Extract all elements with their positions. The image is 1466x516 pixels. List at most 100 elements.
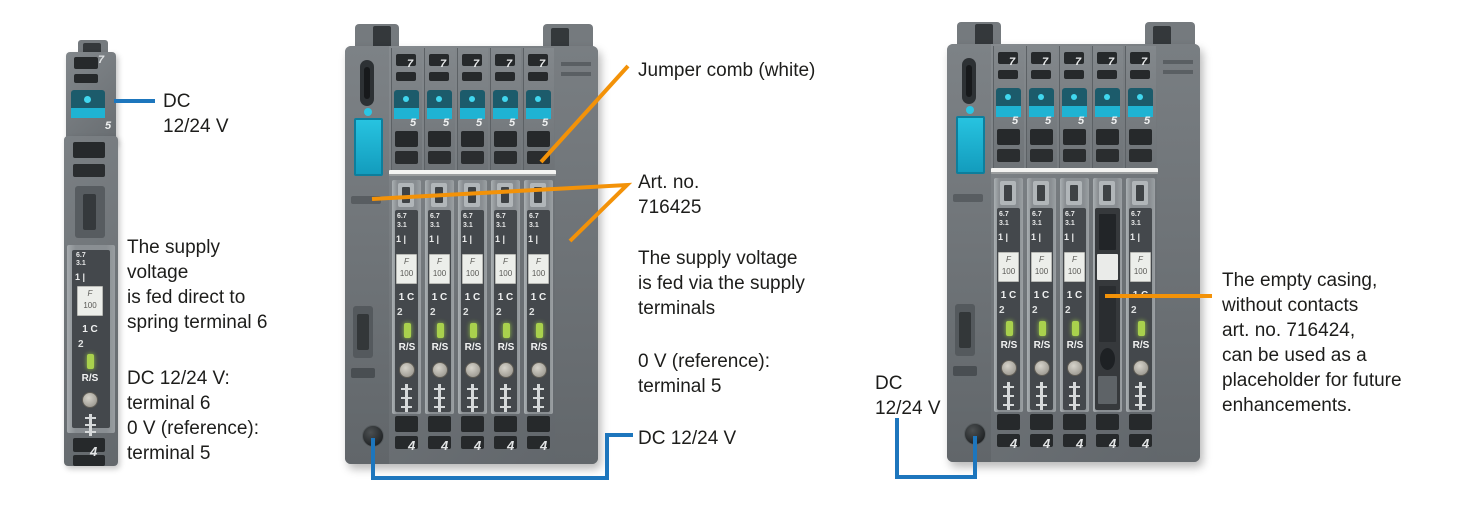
fuse-letter: F bbox=[470, 257, 475, 266]
fuse-value: 100 bbox=[83, 301, 97, 310]
single-supply-note: The supply voltage is fed direct to spri… bbox=[127, 237, 268, 333]
relay-mark: 1 | bbox=[528, 234, 539, 244]
terminal-slot bbox=[528, 72, 548, 81]
lever-slot bbox=[83, 194, 96, 230]
cartridge-tab-slot bbox=[402, 187, 410, 203]
reset-switch-label: R/S bbox=[497, 342, 515, 353]
test-button bbox=[465, 362, 481, 378]
jumper-comb bbox=[991, 168, 1158, 174]
terminal-slot bbox=[1129, 414, 1152, 430]
terminal-slot bbox=[527, 416, 550, 432]
terminal-slot bbox=[527, 131, 550, 147]
coil-label: 2 bbox=[78, 339, 84, 350]
pole-ladder-bar bbox=[500, 406, 511, 408]
terminal-slot bbox=[1129, 129, 1152, 145]
fuse-value: 100 bbox=[1001, 267, 1016, 276]
terminal-slot bbox=[395, 131, 418, 147]
reset-switch-label: R/S bbox=[1132, 340, 1150, 351]
reset-switch-label: R/S bbox=[1066, 340, 1084, 351]
fuse-letter: F bbox=[503, 257, 508, 266]
terminal-7-label: 7 bbox=[1108, 56, 1115, 68]
pole-ladder-bar bbox=[467, 406, 478, 408]
pole-ladder-bar bbox=[500, 397, 511, 399]
relay-mark: 1 | bbox=[75, 272, 86, 282]
terminal-slot bbox=[428, 151, 451, 164]
pole-ladder-bar bbox=[401, 397, 412, 399]
terminal-slot bbox=[1096, 149, 1119, 162]
latch-button-strip bbox=[1128, 106, 1153, 117]
reset-switch-label: R/S bbox=[1000, 340, 1018, 351]
reset-switch-label: R/S bbox=[464, 342, 482, 353]
latch-button-strip bbox=[1062, 106, 1087, 117]
contact-label: 1 C bbox=[431, 292, 448, 303]
fuse-value: 100 bbox=[399, 269, 414, 278]
relay-mark: 6.7 bbox=[76, 252, 86, 259]
fuse-label bbox=[528, 254, 549, 284]
terminal-7-label: 7 bbox=[1009, 56, 1016, 68]
terminal-slot bbox=[461, 131, 484, 147]
gang-supply-note: The supply voltage is fed via the supply… bbox=[638, 248, 805, 319]
terminal-4-label: 4 bbox=[474, 438, 482, 453]
status-led bbox=[404, 323, 411, 338]
gang-dc-callout: DC 12/24 V bbox=[638, 428, 737, 449]
test-button bbox=[1133, 360, 1149, 376]
terminal-7-label: 7 bbox=[473, 58, 480, 70]
relay-mark: 3.1 bbox=[999, 220, 1009, 227]
terminal-slot bbox=[1097, 52, 1117, 64]
terminal-slot bbox=[1030, 414, 1053, 430]
terminal-slot bbox=[1097, 70, 1117, 79]
terminal-slot bbox=[396, 54, 416, 66]
relay-mark: 1 | bbox=[998, 232, 1009, 242]
relay-mark: 6.7 bbox=[1032, 211, 1042, 218]
relay-mark: 3.1 bbox=[529, 222, 539, 229]
mounting-ear-slot bbox=[975, 24, 993, 48]
contact-label: 1 C bbox=[1033, 290, 1050, 301]
pole-ladder-bar bbox=[434, 397, 445, 399]
latch-button-strip bbox=[1029, 106, 1054, 117]
pole-ladder-bar bbox=[1135, 395, 1146, 397]
cartridge-tab-slot bbox=[501, 187, 509, 203]
fuse-label bbox=[429, 254, 450, 284]
carrier-slot-inner bbox=[966, 65, 972, 97]
end-carrier bbox=[1157, 44, 1200, 462]
cartridge-tab-slot bbox=[534, 187, 542, 203]
terminal-slot bbox=[1096, 129, 1119, 145]
relay-mark: 6.7 bbox=[430, 213, 440, 220]
empty-casing-slot bbox=[1099, 214, 1116, 250]
relay-mark: 1 | bbox=[1064, 232, 1075, 242]
terminal-7-label: 7 bbox=[506, 58, 513, 70]
contact-label: 1 C bbox=[1000, 290, 1017, 301]
terminal-5-label: 5 bbox=[443, 117, 450, 129]
relay-mark: 3.1 bbox=[463, 222, 473, 229]
relay-mark: 6.7 bbox=[397, 213, 407, 220]
placeholder-dc-callout: DC 12/24 V bbox=[875, 373, 941, 419]
relay-mark: 1 | bbox=[1130, 232, 1141, 242]
test-button bbox=[498, 362, 514, 378]
terminal-5-label: 5 bbox=[410, 117, 417, 129]
latch-button-strip bbox=[526, 108, 551, 119]
terminal-slot bbox=[73, 164, 105, 177]
relay-mark: 6.7 bbox=[529, 213, 539, 220]
terminal-slot bbox=[494, 416, 517, 432]
terminal-slot bbox=[1064, 70, 1084, 79]
terminal-4-label: 4 bbox=[1043, 436, 1051, 451]
jumper-comb-callout: Jumper comb (white) bbox=[638, 60, 816, 81]
terminal-slot bbox=[1129, 434, 1152, 447]
relay-mark: 3.1 bbox=[397, 222, 407, 229]
terminal-slot bbox=[1030, 129, 1053, 145]
mounting-ear-slot bbox=[373, 26, 391, 50]
terminal-5-label: 5 bbox=[1045, 115, 1052, 127]
terminal-5-label: 5 bbox=[1111, 115, 1118, 127]
cartridge-tab-slot bbox=[1004, 185, 1012, 201]
terminal-slot bbox=[1064, 52, 1084, 64]
empty-casing-slot bbox=[1099, 286, 1116, 342]
status-led bbox=[87, 354, 94, 369]
coil-label: 2 bbox=[1065, 305, 1071, 316]
status-led bbox=[1072, 321, 1079, 336]
carrier-led-dot bbox=[966, 106, 974, 114]
cartridge-tab-slot bbox=[1070, 185, 1078, 201]
reset-switch-label: R/S bbox=[530, 342, 548, 353]
